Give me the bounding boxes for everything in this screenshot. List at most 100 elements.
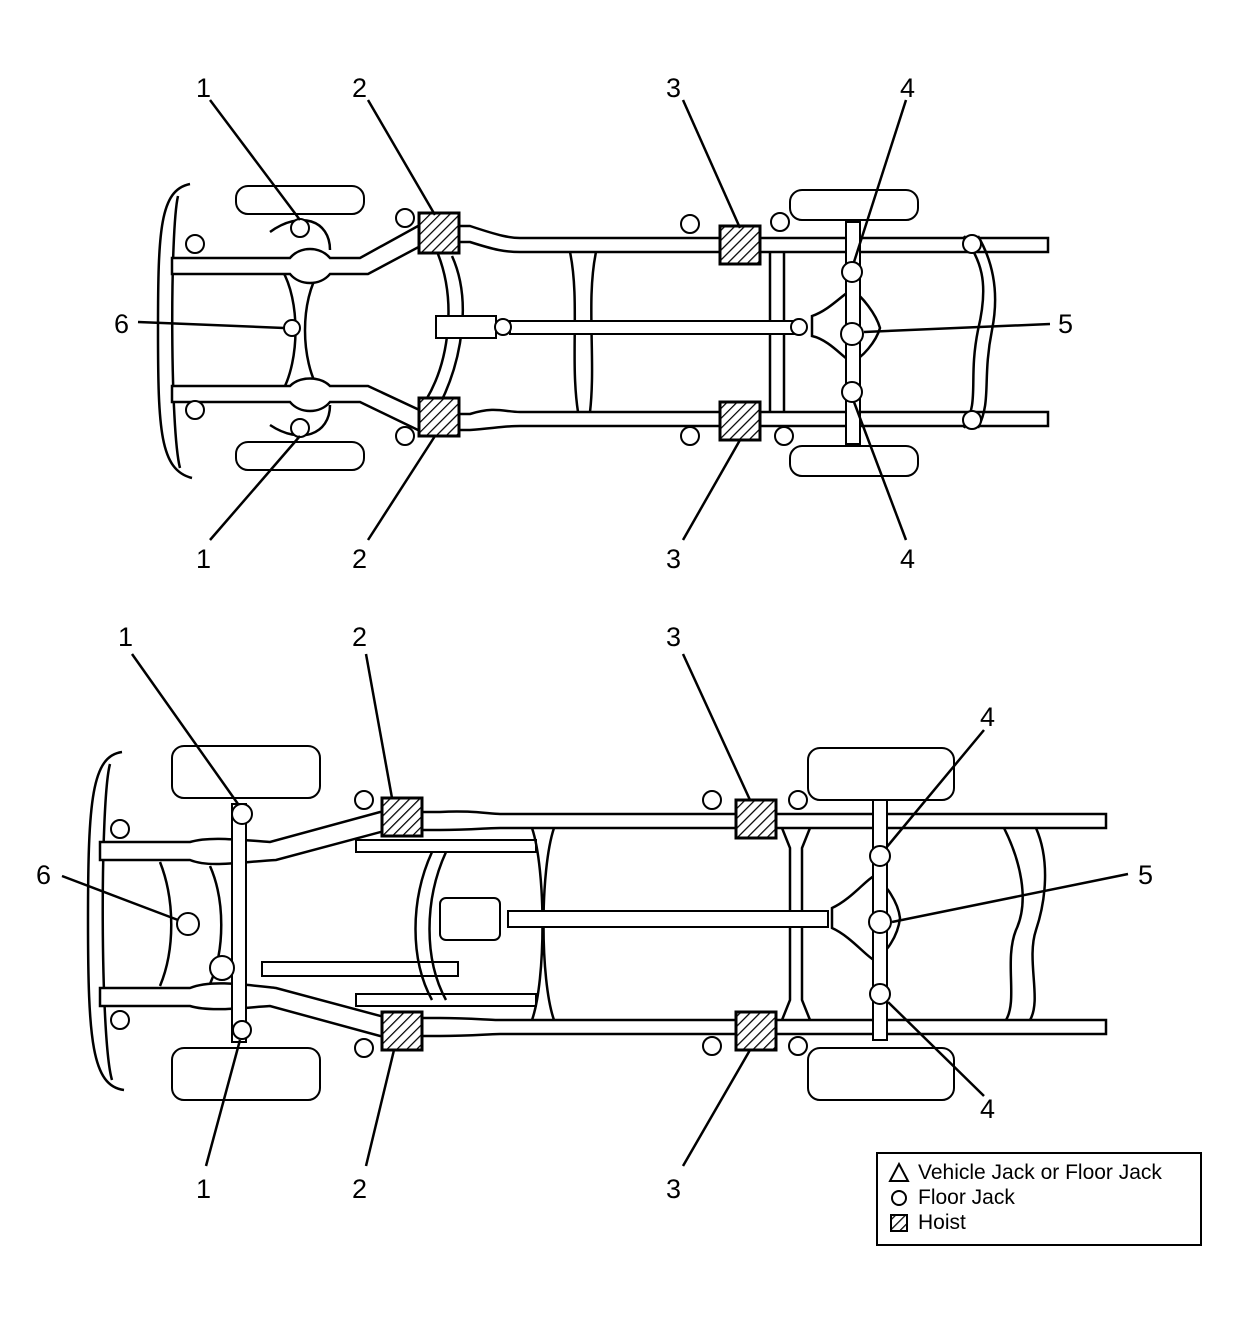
callout-label: 3: [666, 622, 681, 652]
body-mount: [354, 1038, 374, 1058]
body-mount: [774, 426, 794, 446]
callout-label: 1: [196, 544, 211, 574]
body-mount: [702, 1036, 722, 1056]
top-front-crossmember: [269, 218, 332, 437]
bottom-tie-rod: [261, 961, 459, 977]
top-leader-lines: [137, 99, 1051, 541]
callout-label: 3: [666, 1174, 681, 1204]
bottom-driveshaft: [507, 910, 829, 928]
body-mount: [788, 790, 808, 810]
bottom-front-tire-lower: [171, 1047, 321, 1101]
top-body-mounts: [185, 208, 982, 446]
hoist-point-icon: [380, 796, 424, 838]
top-driveshaft: [509, 320, 801, 335]
bottom-chassis-view: 1 2 3 4 1 2 3 4 5 6: [36, 622, 1153, 1204]
body-mount: [185, 400, 205, 420]
floor-jack-point-icon: [840, 322, 864, 346]
body-mount: [395, 208, 415, 228]
top-chassis-view: 1 2 3 4 1 2 3 4 5 6: [114, 73, 1073, 574]
triangle-icon: [888, 1161, 910, 1182]
body-mount: [395, 426, 415, 446]
callout-label: 2: [352, 73, 367, 103]
callout-label: 5: [1138, 860, 1153, 890]
top-rear-tire-upper: [789, 189, 919, 221]
top-rear-tire-lower: [789, 445, 919, 477]
body-mount: [185, 234, 205, 254]
body-mount: [788, 1036, 808, 1056]
body-mount: [702, 790, 722, 810]
bottom-front-tire-upper: [171, 745, 321, 799]
legend-item: Floor Jack: [888, 1185, 1200, 1210]
callout-label: 3: [666, 73, 681, 103]
bottom-leader-lines: [61, 653, 1129, 1167]
top-front-tire-upper: [235, 185, 365, 215]
floor-jack-point-icon: [841, 261, 863, 283]
top-frame-rail-lower: [170, 377, 1050, 432]
floor-jack-point-icon: [231, 803, 253, 825]
floor-jack-point-icon: [869, 983, 891, 1005]
top-crossmember-end: [962, 235, 997, 429]
top-bumper-inner: [170, 195, 182, 469]
top-front-tire-lower: [235, 441, 365, 471]
floor-jack-point-icon: [841, 381, 863, 403]
callout-label: 6: [36, 860, 51, 890]
callout-label: 1: [118, 622, 133, 652]
floor-jack-point-icon: [290, 218, 310, 238]
floor-jack-point-icon: [869, 845, 891, 867]
body-mount: [680, 426, 700, 446]
floor-jack-point-icon: [232, 1020, 252, 1040]
hoist-point-icon: [380, 1010, 424, 1052]
top-transmission: [435, 315, 497, 339]
hoist-point-icon: [718, 224, 762, 266]
legend-label: Hoist: [918, 1211, 966, 1234]
floor-jack-point-icon: [868, 910, 892, 934]
body-mount: [770, 212, 790, 232]
top-frame-rail-upper: [170, 224, 1050, 285]
body-mount: [680, 214, 700, 234]
circle-icon: [891, 1189, 907, 1206]
top-front-bumper: [156, 182, 193, 480]
body-mount: [962, 234, 982, 254]
body-mount: [110, 1010, 130, 1030]
bottom-transmission-mount: [414, 851, 448, 1001]
legend-item: Vehicle Jack or Floor Jack: [888, 1160, 1200, 1185]
callout-label: 5: [1058, 309, 1073, 339]
bottom-steering-box: [209, 955, 235, 981]
hoist-point-icon: [417, 396, 461, 438]
hoist-point-icon: [734, 1010, 778, 1052]
callout-label: 1: [196, 1174, 211, 1204]
body-mount: [962, 410, 982, 430]
hoist-point-icon: [734, 798, 778, 840]
bottom-front-bumper: [86, 750, 125, 1092]
callout-label: 4: [900, 544, 915, 574]
legend-item: Hoist: [888, 1210, 1200, 1235]
top-ujoint-rear: [790, 318, 808, 336]
legend-box: Vehicle Jack or Floor Jack Floor Jack Ho…: [876, 1152, 1202, 1246]
callout-label: 1: [196, 73, 211, 103]
bottom-rear-tire-lower: [807, 1047, 955, 1101]
hoist-point-icon: [718, 400, 762, 442]
callout-label: 2: [352, 622, 367, 652]
bottom-bumper-inner: [101, 763, 114, 1081]
legend-label: Floor Jack: [918, 1186, 1015, 1209]
bottom-transfer-case: [439, 897, 501, 941]
floor-jack-point-icon: [290, 418, 310, 438]
bottom-front-axle: [231, 803, 247, 1043]
body-mount: [354, 790, 374, 810]
callout-label: 2: [352, 1174, 367, 1204]
top-ujoint-front: [494, 318, 512, 336]
floor-jack-point-icon: [176, 912, 200, 936]
callout-label: 4: [980, 1094, 995, 1124]
callout-label: 3: [666, 544, 681, 574]
bottom-crossmember-1: [355, 839, 537, 853]
bottom-body-mounts: [110, 790, 808, 1058]
hatched-square-icon: [890, 1213, 908, 1232]
bottom-crossmember-end: [1002, 827, 1047, 1021]
body-mount: [110, 819, 130, 839]
callout-label: 4: [900, 73, 915, 103]
legend-label: Vehicle Jack or Floor Jack: [918, 1161, 1162, 1184]
callout-label: 4: [980, 702, 995, 732]
callout-label: 6: [114, 309, 129, 339]
